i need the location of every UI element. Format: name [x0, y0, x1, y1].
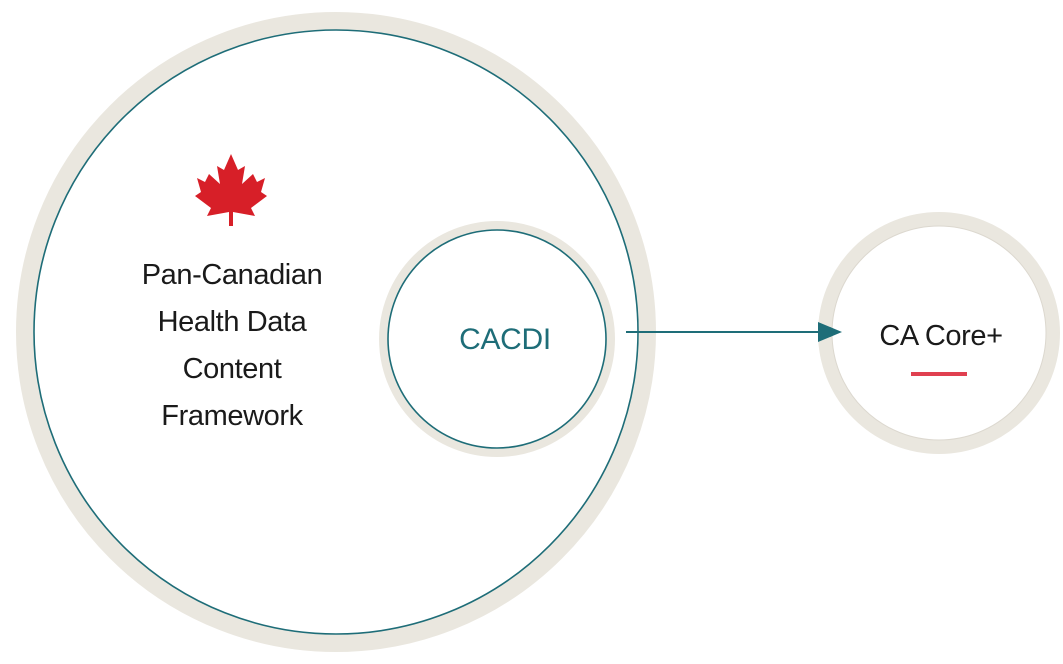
framework-circle	[16, 12, 656, 652]
core-label: CA Core+	[879, 320, 1003, 352]
connector-arrowhead	[818, 322, 842, 342]
framework-label-line: Pan-Canadian	[141, 259, 323, 291]
framework-label: Pan-Canadian Health Data Content Framewo…	[92, 252, 372, 440]
cacdi-circle-outline	[387, 229, 607, 449]
framework-label-line: Framework	[161, 400, 303, 432]
framework-label-line: Health Data	[157, 306, 307, 338]
cacdi-label: CACDI	[459, 323, 551, 356]
maple-leaf-icon	[195, 154, 267, 226]
cacdi-circle	[379, 221, 615, 457]
framework-label-line: Content	[182, 353, 282, 385]
